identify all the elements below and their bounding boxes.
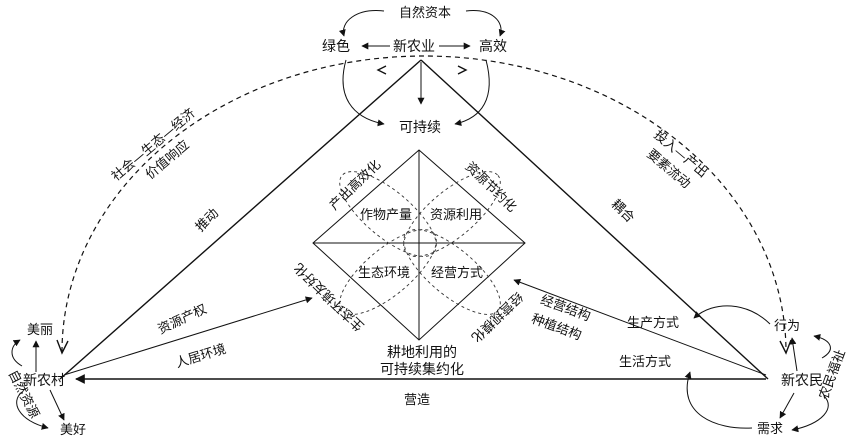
village-to-good-arrow [49,389,65,421]
natural-capital-label: 自然资本 [399,5,451,21]
business-mode-label: 经营方式 [431,265,483,281]
natural-capital-right-arrow [465,10,506,37]
farmer-to-diamond-arrow [513,278,767,376]
demand-label: 需求 [757,422,783,437]
resource-use-label: 资源利用 [430,208,482,223]
build-label: 营造 [404,393,430,408]
behavior-to-production-arrow [693,305,771,325]
arc-top-arrow-right [457,65,468,75]
natural-resource-arrow-top [11,339,23,367]
behavior-label: 行为 [774,319,800,334]
right-arc-arrowhead [779,339,792,355]
sustainable-label: 可持续 [399,119,441,136]
ellipse-upper-left [339,171,437,257]
output-efficiency-label: 产出高效化 [326,157,384,214]
drive-label: 推动 [193,206,222,235]
arc-top-arrow-left [376,65,387,75]
new-agriculture-label: 新农业 [393,39,435,55]
farmer-to-demand-arrow [779,392,795,419]
new-village-label: 新农村 [23,373,65,389]
village-to-diamond-arrow [63,296,313,376]
sustainable-intensification-label: 可持续集约化 [380,361,464,378]
ellipse-lower-right [403,229,501,315]
ellipse-lower-left [339,229,437,315]
coupling-label: 耦合 [608,197,637,226]
high-efficiency-label: 高效 [479,38,507,55]
green-to-sustainable-arrow [342,59,385,127]
dashed-arc [61,55,787,353]
welfare-arrow-bottom [791,395,829,433]
living-mode-label: 生活方式 [619,354,671,370]
welfare-arrow-top [813,333,831,359]
left-arc-arrowhead [56,339,69,355]
new-farmer-label: 新农民 [781,373,823,389]
natural-capital-left-arrow [338,10,385,37]
farmland-use-label: 耕地利用的 [387,344,457,361]
demand-to-living-arrow [684,371,753,429]
ellipse-upper-right [403,171,501,257]
crop-yield-label: 作物产量 [360,208,412,223]
triangle-right-edge [420,59,769,380]
triangle-left-edge [59,59,422,380]
efficiency-to-sustainable-arrow [454,59,490,127]
eco-environment-label: 生态环境 [358,266,410,281]
natural-resource-arrow-bottom [16,391,49,430]
green-label: 绿色 [322,38,350,55]
farmer-to-behavior-arrow [789,337,798,372]
good-label: 美好 [60,423,86,438]
business-scale-label: 经营规模化 [468,289,525,345]
production-mode-label: 生产方式 [627,315,679,331]
living-environment-label: 人居环境 [174,342,228,372]
beautiful-label: 美丽 [27,323,53,338]
